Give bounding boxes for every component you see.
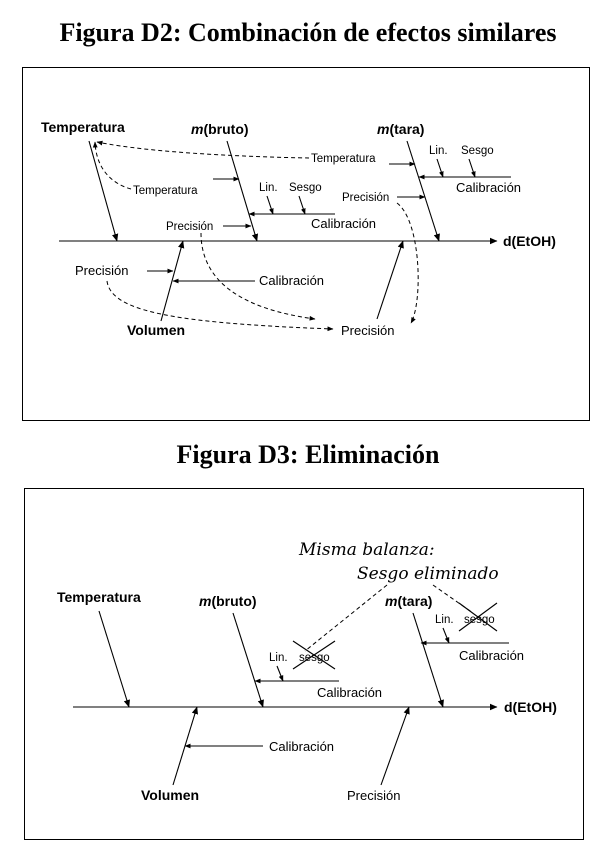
d2-lin-bruto-arrow <box>266 195 274 215</box>
d2-precision-tara: Precisión <box>342 192 389 204</box>
d2-dash-temp-bruto <box>92 141 132 190</box>
d3-note-dash-tara <box>432 584 474 614</box>
d2-calibracion-bruto: Calibración <box>311 216 376 231</box>
d3-m-bruto-label: m(bruto) <box>199 593 257 609</box>
figure-d2-panel: d(EtOH) Temperatura m(bruto) m(tara) Lin… <box>22 67 590 421</box>
d2-dash-temp-tara <box>96 140 310 159</box>
d2-precision-bruto: Precisión <box>166 221 213 233</box>
d3-lin-bruto: Lin. <box>269 652 288 664</box>
figure-d2-title: Figura D2: Combinación de efectos simila… <box>59 18 557 47</box>
d3-output-label: d(EtOH) <box>504 699 557 715</box>
d2-volumen-bone <box>160 240 185 322</box>
d3-lin-tara-arrow <box>442 627 450 644</box>
d2-m-bruto-bone <box>226 140 259 242</box>
d3-m-bruto-bone <box>232 612 264 708</box>
figure-d3-title: Figura D3: Eliminación <box>176 440 440 469</box>
d2-m-tara-bone <box>406 140 440 242</box>
d2-lin-tara: Lin. <box>429 145 448 157</box>
d2-sesgo-tara: Sesgo <box>461 145 494 157</box>
d2-calibracion-volumen: Calibración <box>259 273 324 288</box>
d3-lin-tara: Lin. <box>435 614 454 626</box>
d2-lin-bruto: Lin. <box>259 182 278 194</box>
d2-temperatura-label: Temperatura <box>41 119 125 135</box>
d2-m-bruto-label: m(bruto) <box>191 121 249 137</box>
d3-note-line1: Misma balanza: <box>298 540 435 560</box>
d3-calibracion-volumen: Calibración <box>269 739 334 754</box>
d2-calibracion-tara: Calibración <box>456 180 521 195</box>
d3-m-tara-label: m(tara) <box>385 593 432 609</box>
d3-cross-bruto-b <box>292 640 336 670</box>
figure-d3-panel: Misma balanza: Sesgo eliminado d(EtOH) T… <box>24 488 584 840</box>
d3-note-dash-bruto <box>304 584 388 652</box>
d2-output-label: d(EtOH) <box>503 233 556 249</box>
d2-sesgo-tara-arrow <box>468 158 476 178</box>
d2-precision-volumen: Precisión <box>75 263 128 278</box>
d3-temperatura-bone <box>98 610 130 708</box>
figure-d2-diagram: d(EtOH) Temperatura m(bruto) m(tara) Lin… <box>41 119 556 338</box>
d3-temperatura-label: Temperatura <box>57 589 141 605</box>
d2-precision-combined: Precisión <box>341 323 394 338</box>
d3-m-tara-bone <box>412 612 444 708</box>
d3-calibracion-tara: Calibración <box>459 648 524 663</box>
d2-lin-tara-arrow <box>436 158 444 178</box>
d3-note-line2: Sesgo eliminado <box>357 564 499 584</box>
d2-volumen-label: Volumen <box>127 322 185 338</box>
d3-precision-label: Precisión <box>347 788 400 803</box>
figure-d3-diagram: Misma balanza: Sesgo eliminado d(EtOH) T… <box>57 540 557 803</box>
d3-volumen-label: Volumen <box>141 787 199 803</box>
d2-temperatura-bone <box>88 140 119 242</box>
d3-cross-tara-b <box>458 602 498 632</box>
d2-dash-precision-tara <box>396 202 419 324</box>
d2-sesgo-bruto: Sesgo <box>289 182 322 194</box>
d2-sesgo-bruto-arrow <box>298 195 306 215</box>
d2-m-tara-label: m(tara) <box>377 121 424 137</box>
d2-precision-bone <box>376 240 404 320</box>
d3-calibracion-bruto: Calibración <box>317 685 382 700</box>
d3-precision-bone <box>380 706 410 786</box>
d2-dash-precision-bruto <box>200 232 316 321</box>
d3-lin-bruto-arrow <box>276 665 284 682</box>
d2-dash-precision-volumen <box>106 280 334 332</box>
d2-temperatura-bruto: Temperatura <box>133 185 198 197</box>
d2-temperatura-tara: Temperatura <box>311 153 376 165</box>
